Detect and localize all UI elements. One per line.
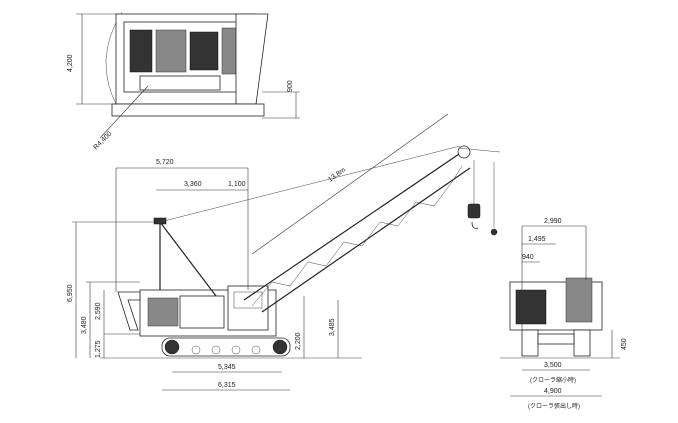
main-hook [471, 221, 479, 229]
rear-cab [565, 277, 593, 323]
rear-carbody [537, 333, 575, 345]
dim-rear-width-total: 2,990 [544, 218, 562, 225]
mast-top [153, 217, 167, 225]
dim-top-offset: 900 [287, 80, 294, 92]
dim-rear-width-b: 940 [522, 254, 534, 261]
rear-track-left [521, 329, 539, 357]
dim-track-length: 5,345 [218, 364, 236, 371]
machinery-house [179, 295, 225, 329]
dim-cab-height: 3,480 [81, 316, 88, 334]
dim-front-overhang: 5,720 [156, 159, 174, 166]
boom-head-sheave [457, 145, 471, 159]
caption-extended: (クローラ張出し時) [528, 402, 580, 410]
dim-boom-pivot-height: 3,485 [329, 318, 336, 336]
dim-swing-radius: R4,400 [92, 130, 113, 151]
dim-overall-height: 6,950 [67, 284, 74, 302]
dim-mast-height: 2,590 [95, 302, 102, 320]
main-hook-block [467, 203, 481, 219]
lattice-boom [243, 151, 471, 313]
boom-plan [235, 13, 269, 105]
dim-overall-length: 6,315 [218, 382, 236, 389]
dim-tail-height: 2,200 [295, 332, 302, 350]
aux-hook [490, 228, 498, 236]
dim-ground-clear: 450 [621, 338, 628, 350]
dim-body-height: 1,275 [95, 340, 102, 358]
crawler-track [161, 337, 291, 357]
dim-boom-center: 1,100 [228, 181, 246, 188]
track-rollers [164, 339, 288, 355]
rear-track-right [573, 329, 591, 357]
rear-frame [117, 291, 141, 331]
rear-view: 2,990 1,495 940 450 3,500 (クローラ縮小時) 4,90… [500, 218, 628, 410]
counterweight [147, 297, 179, 327]
counterweight-plan [155, 29, 187, 73]
dim-track-gauge: 3,500 [544, 362, 562, 369]
cab-window [233, 291, 263, 309]
pendant-line [159, 145, 461, 223]
rear-counterweight [515, 289, 547, 325]
track-plan [111, 103, 265, 117]
deck-plate [139, 75, 221, 91]
dim-top-width: 4,200 [67, 54, 74, 72]
engine-block [189, 31, 219, 71]
dim-boom-foot: 3,360 [184, 181, 202, 188]
side-view: 5,720 3,360 1,100 13.8m 6,950 3,480 2,59… [67, 113, 501, 391]
plan-view: 4,200 900 R4,400 [67, 11, 300, 151]
caption-retracted: (クローラ縮小時) [530, 376, 576, 384]
dim-rear-width-a: 1,495 [528, 236, 546, 243]
winch-block [129, 29, 153, 73]
dim-overall-width: 4,900 [544, 388, 562, 395]
